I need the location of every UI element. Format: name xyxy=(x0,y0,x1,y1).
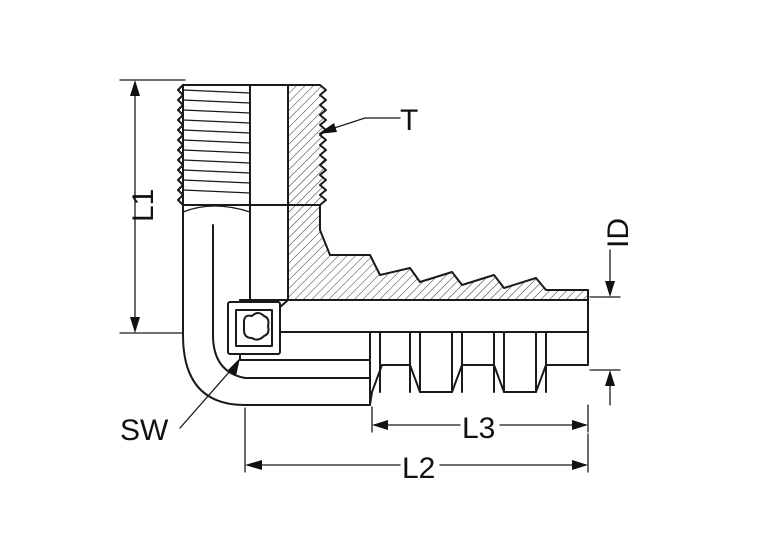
dimension-sw: SW xyxy=(120,358,240,447)
dimension-t: T xyxy=(318,104,418,137)
l2-label: L2 xyxy=(402,452,435,485)
hose-barb xyxy=(369,289,589,406)
male-thread-section xyxy=(177,84,327,206)
thread-right-section xyxy=(287,84,327,206)
thread-bore xyxy=(249,84,289,206)
horizontal-bore xyxy=(251,299,589,333)
elbow-body xyxy=(182,204,589,406)
sw-label: SW xyxy=(120,414,169,447)
body-section-hatched xyxy=(287,204,589,301)
thread-profile-left xyxy=(177,84,184,206)
thread-crests-left xyxy=(182,89,251,194)
dimension-l2: L2 xyxy=(244,407,589,485)
vertical-bore xyxy=(249,204,289,301)
hex-socket xyxy=(227,301,281,355)
l3-label: L3 xyxy=(462,412,495,445)
body-inner-curve xyxy=(212,224,371,379)
hex-socket-recess xyxy=(243,312,270,341)
barb-ridges xyxy=(379,331,547,393)
barb-body xyxy=(369,331,589,406)
t-label: T xyxy=(400,104,418,137)
body-shoulder-line xyxy=(182,205,251,213)
dimension-l3: L3 xyxy=(371,404,589,445)
id-label: ID xyxy=(602,218,635,248)
l1-label: L1 xyxy=(127,189,160,222)
dimension-l1: L1 xyxy=(119,79,186,334)
dimension-id: ID xyxy=(589,218,635,406)
